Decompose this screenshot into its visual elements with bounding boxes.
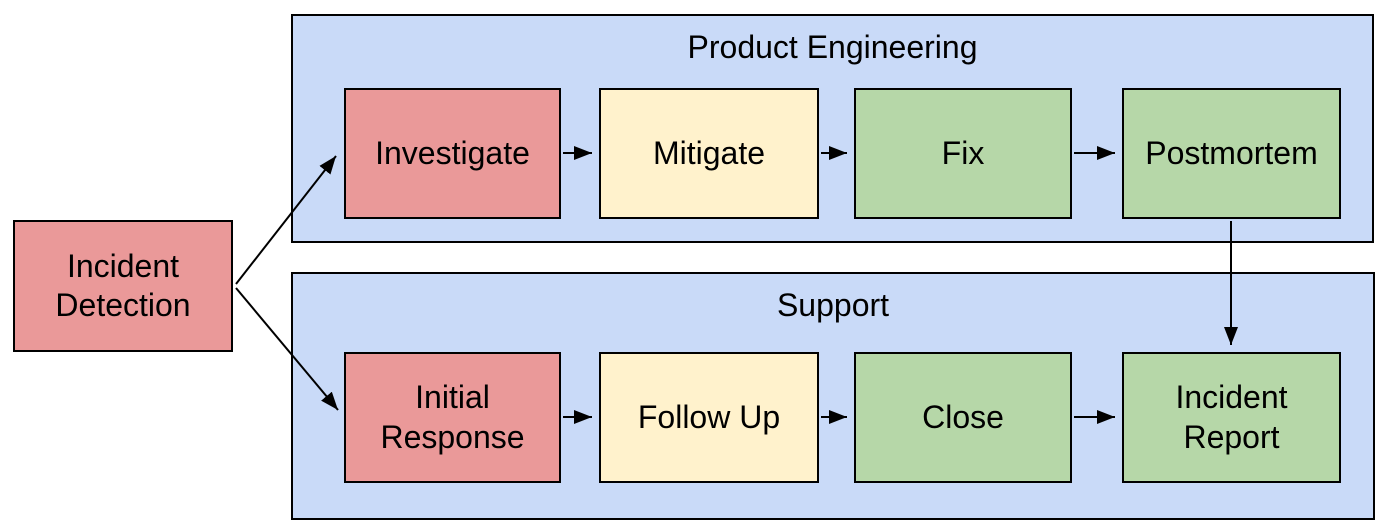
node-fix: Fix: [854, 88, 1072, 219]
node-initial-response: Initial Response: [344, 352, 561, 483]
node-incident-report: Incident Report: [1122, 352, 1341, 483]
node-investigate: Investigate: [344, 88, 561, 219]
node-mitigate: Mitigate: [599, 88, 819, 219]
node-follow-up: Follow Up: [599, 352, 819, 483]
node-close: Close: [854, 352, 1072, 483]
node-incident-detection: Incident Detection: [13, 220, 233, 352]
container-title-product-engineering: Product Engineering: [687, 29, 978, 65]
container-title-support: Support: [776, 287, 890, 323]
node-postmortem: Postmortem: [1122, 88, 1341, 219]
